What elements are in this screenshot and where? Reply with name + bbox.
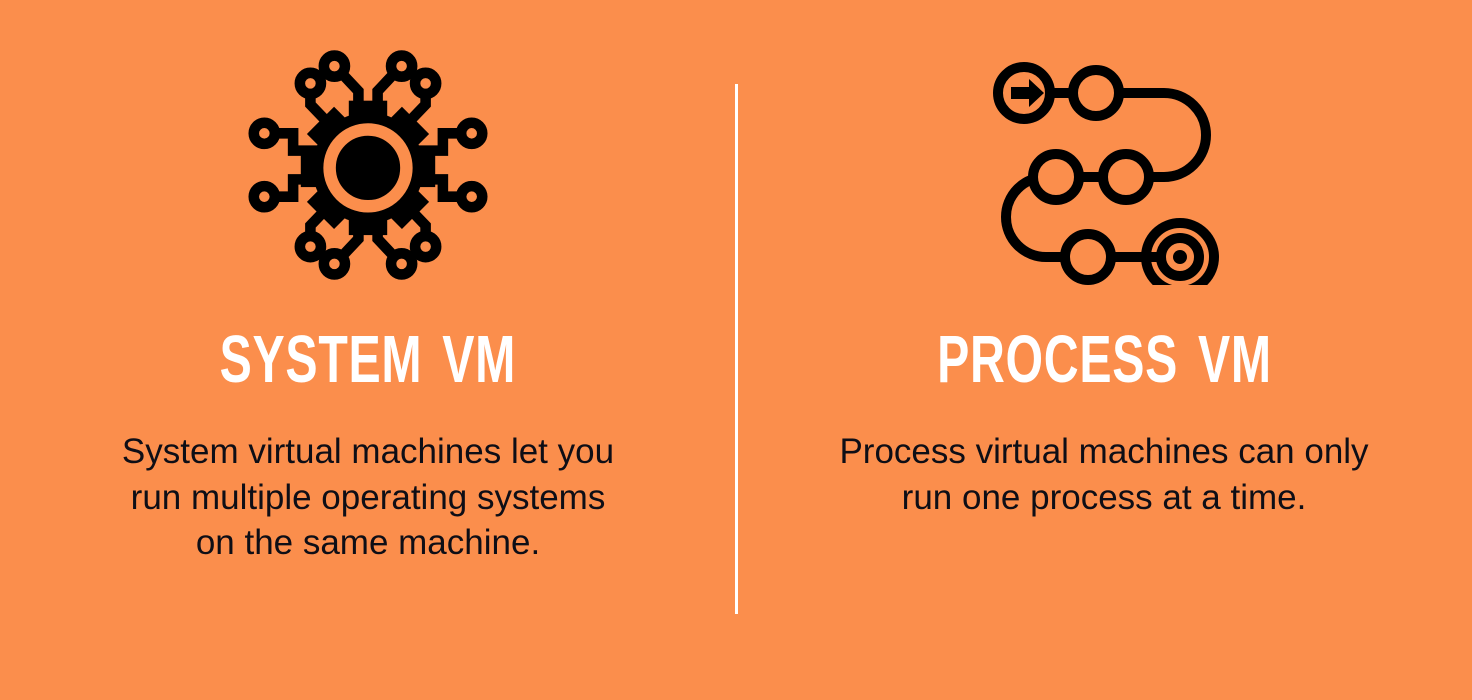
panel-title-system-vm: System VM (219, 296, 517, 403)
cpu-gear-circuit-icon (238, 40, 498, 290)
panel-process-vm: Process VM Process virtual machines can … (736, 0, 1472, 700)
panel-title-process-vm: Process VM (936, 296, 1272, 403)
process-flow-target-icon (979, 40, 1229, 290)
panel-description-process-vm: Process virtual machines can only run on… (839, 432, 1369, 517)
panel-system-vm: System VM System virtual machines let yo… (121, 40, 615, 563)
vertical-divider (735, 84, 738, 614)
arrow-right-glyph (1011, 79, 1044, 107)
panel-description-system-vm: System virtual machines let you run mult… (121, 432, 615, 563)
bullseye-glyph (1141, 218, 1219, 285)
